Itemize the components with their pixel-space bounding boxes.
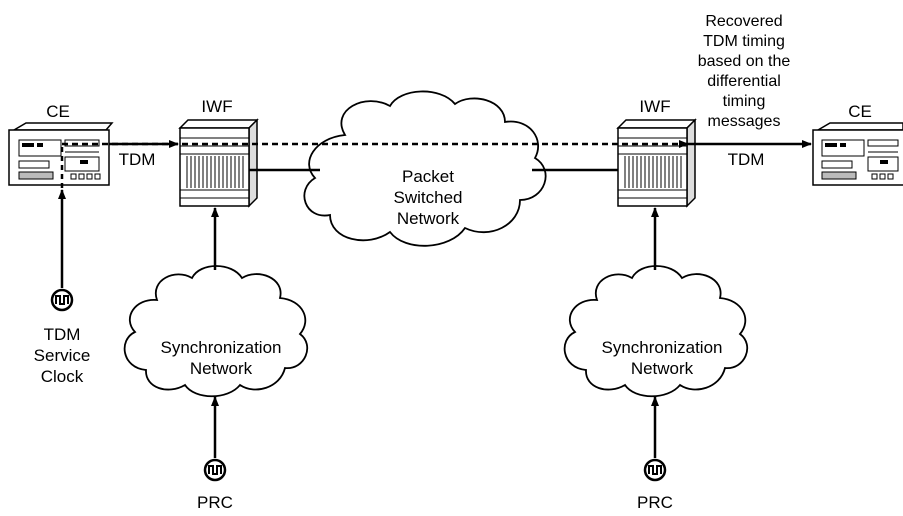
note-line4: differential xyxy=(707,73,781,90)
sync-left-label-line2: Network xyxy=(190,359,253,378)
service-clock-label-line1: TDM xyxy=(44,325,81,344)
square-wave-clock-icon xyxy=(50,288,74,312)
service-clock-label-line3: Clock xyxy=(41,367,84,386)
iwf-right-label: IWF xyxy=(639,97,670,116)
tdm-right-label: TDM xyxy=(728,150,765,169)
square-wave-clock-icon xyxy=(203,458,227,482)
note-line5: timing xyxy=(723,93,766,110)
sync-network-left-cloud xyxy=(123,265,309,398)
iwf-left-label: IWF xyxy=(201,97,232,116)
sync-right-label-line1: Synchronization xyxy=(602,338,723,357)
ce-left-label: CE xyxy=(46,102,70,121)
ce-right-device xyxy=(812,122,903,186)
psn-label-line3: Network xyxy=(397,209,460,228)
recovered-timing-note: Recovered TDM timing based on the differ… xyxy=(698,13,791,130)
square-wave-clock-icon xyxy=(643,458,667,482)
iwf-left-device xyxy=(178,118,259,208)
iwf-right-device xyxy=(616,118,697,208)
ce-right-label: CE xyxy=(848,102,872,121)
sync-network-right-cloud xyxy=(563,265,749,398)
psn-label-line2: Switched xyxy=(394,188,463,207)
packet-switched-network-cloud xyxy=(303,90,547,247)
note-line3: based on the xyxy=(698,53,791,70)
sync-right-label-line2: Network xyxy=(631,359,694,378)
note-line6: messages xyxy=(708,113,781,130)
psn-label-line1: Packet xyxy=(402,167,454,186)
note-line1: Recovered xyxy=(705,13,782,30)
prc-right-label: PRC xyxy=(637,493,673,512)
ce-left-device xyxy=(8,122,114,186)
service-clock-label-line2: Service xyxy=(34,346,91,365)
note-line2: TDM timing xyxy=(703,33,785,50)
prc-left-label: PRC xyxy=(197,493,233,512)
tdm-left-label: TDM xyxy=(119,150,156,169)
sync-left-label-line1: Synchronization xyxy=(161,338,282,357)
